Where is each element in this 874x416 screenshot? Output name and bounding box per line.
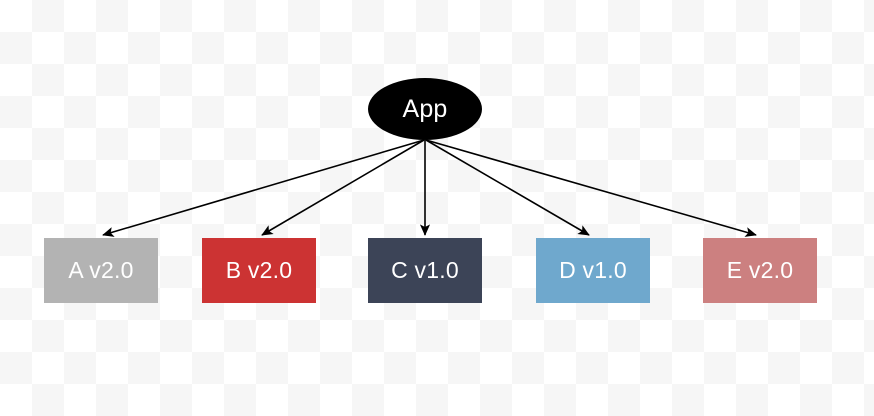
node-app[interactable]: App	[368, 78, 482, 140]
node-a-label: A v2.0	[68, 257, 134, 283]
node-c[interactable]: C v1.0	[368, 238, 482, 303]
node-b-label: B v2.0	[225, 257, 293, 283]
node-c-label: C v1.0	[391, 257, 459, 283]
node-e[interactable]: E v2.0	[703, 238, 817, 303]
node-a[interactable]: A v2.0	[44, 238, 158, 303]
node-d-label: D v1.0	[559, 257, 627, 283]
edges-group	[102, 139, 757, 237]
edge-app-to-e	[425, 139, 757, 237]
node-d[interactable]: D v1.0	[536, 238, 650, 303]
node-b[interactable]: B v2.0	[202, 238, 316, 303]
node-app-label: App	[402, 94, 448, 123]
edge-app-to-a	[102, 139, 425, 237]
node-e-label: E v2.0	[726, 257, 794, 283]
edge-app-to-d	[425, 139, 590, 236]
edge-app-to-b	[261, 139, 425, 236]
